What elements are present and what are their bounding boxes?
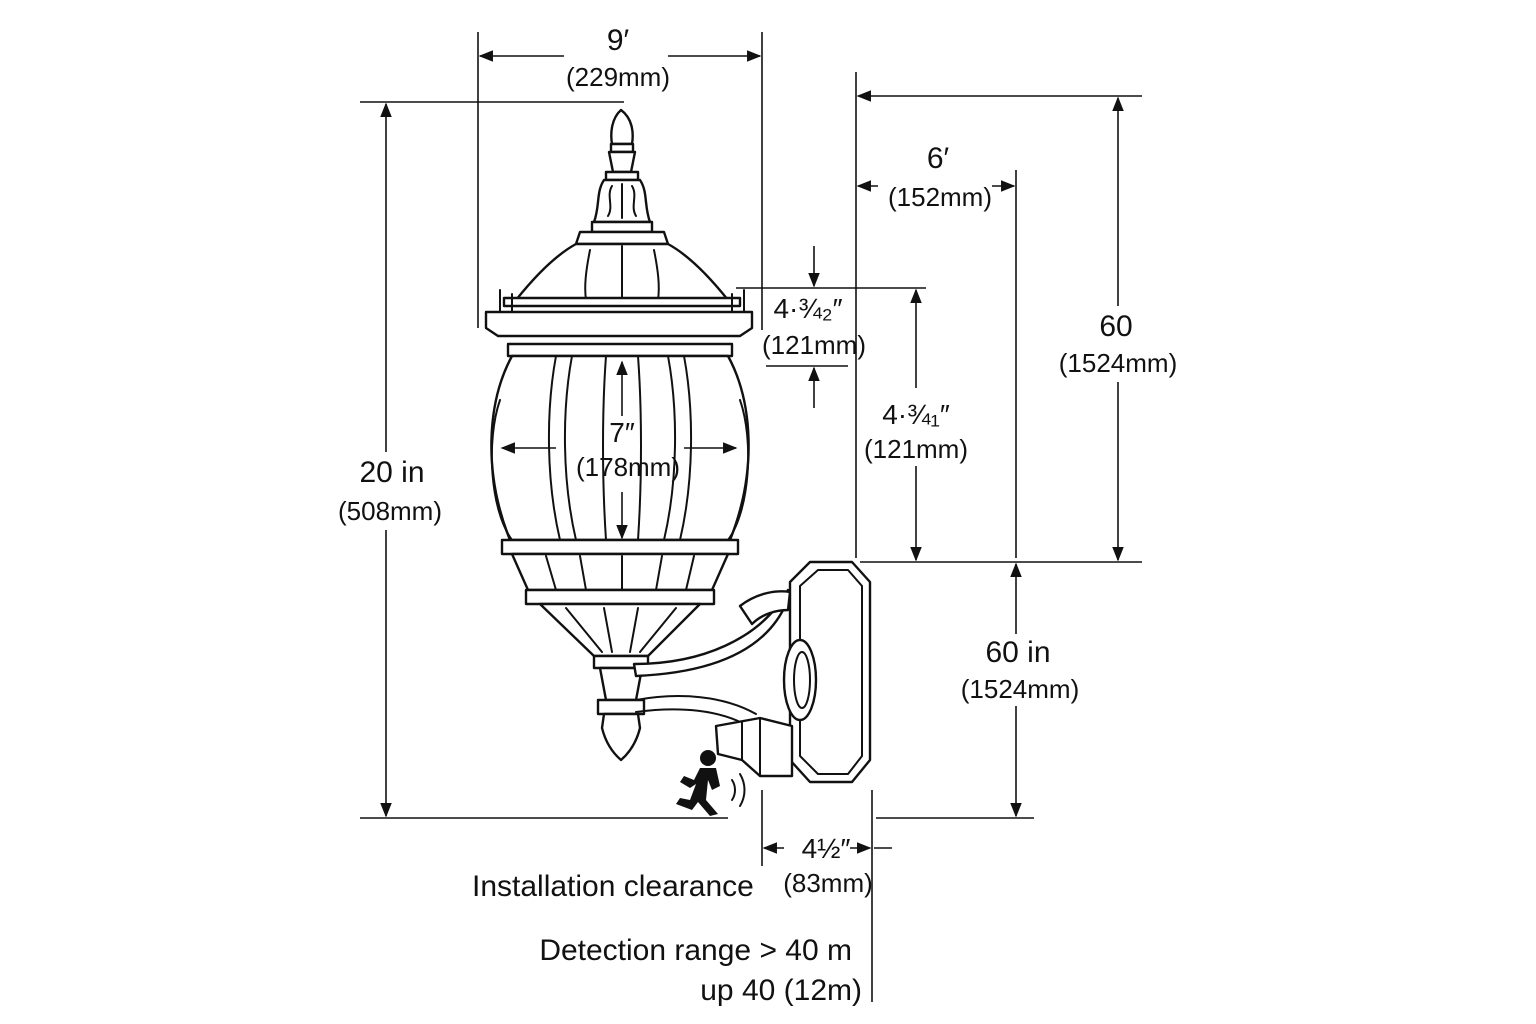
lantern-fixture <box>484 108 872 784</box>
dimension-backplate-depth: 4½″ (83mm) <box>761 790 892 1002</box>
mount-height-value: 60 in <box>985 636 1050 669</box>
dimension-upper-height: 4·¾₁″ (121mm) <box>864 288 968 562</box>
upper-height-metric: (121mm) <box>864 434 968 464</box>
dimension-mount-height: 60 in (1524mm) <box>876 562 1079 819</box>
extension-value: 6′ <box>927 142 950 175</box>
lantern-arm <box>632 588 792 727</box>
overall-height-value: 20 in <box>359 456 424 489</box>
top-width-metric: (229mm) <box>566 62 670 92</box>
top-to-mount-value: 60 <box>1099 310 1132 343</box>
motion-sensor-person-icon <box>676 750 720 816</box>
top-width-value: 9′ <box>607 24 630 57</box>
mount-height-metric: (1524mm) <box>961 674 1079 704</box>
wall-backplate <box>782 560 872 784</box>
lantern-globe <box>490 354 750 542</box>
cap-height-value: 4·¾₂″ <box>773 293 842 324</box>
backplate-depth-metric: (83mm) <box>783 868 873 898</box>
cap-height-metric: (121mm) <box>762 330 866 360</box>
upper-height-value: 4·¾₁″ <box>882 399 950 430</box>
dimension-top-to-mount: 60 (1524mm) <box>856 90 1177 563</box>
detection-range-label: Detection range > 40 m <box>539 934 852 967</box>
extension-metric: (152mm) <box>888 182 992 212</box>
motion-sensor <box>714 716 794 778</box>
globe-width-metric: (178mm) <box>576 452 680 482</box>
top-to-mount-metric: (1524mm) <box>1059 348 1177 378</box>
dimension-globe-width: 7″ (178mm) <box>500 360 738 540</box>
lantern-cap <box>484 242 754 358</box>
installation-clearance-label: Installation clearance <box>472 870 754 903</box>
backplate-depth-value: 4½″ <box>802 833 851 864</box>
overall-height-metric: (508mm) <box>338 496 442 526</box>
lantern-lower-cage <box>500 538 740 658</box>
dimension-top-width: 9′ (229mm) <box>477 24 763 330</box>
dimension-extension: 6′ (152mm) <box>855 72 1017 558</box>
dimension-overall-height: 20 in (508mm) <box>338 101 728 819</box>
globe-width-value: 7″ <box>609 417 635 448</box>
sensor-wave-icon <box>731 773 746 807</box>
finial <box>574 108 670 246</box>
dimension-cap-height: 4·¾₂″ (121mm) <box>736 246 926 408</box>
lantern-bottom-finial <box>592 654 650 762</box>
detection-range-note: up 40 (12m) <box>700 974 862 1007</box>
